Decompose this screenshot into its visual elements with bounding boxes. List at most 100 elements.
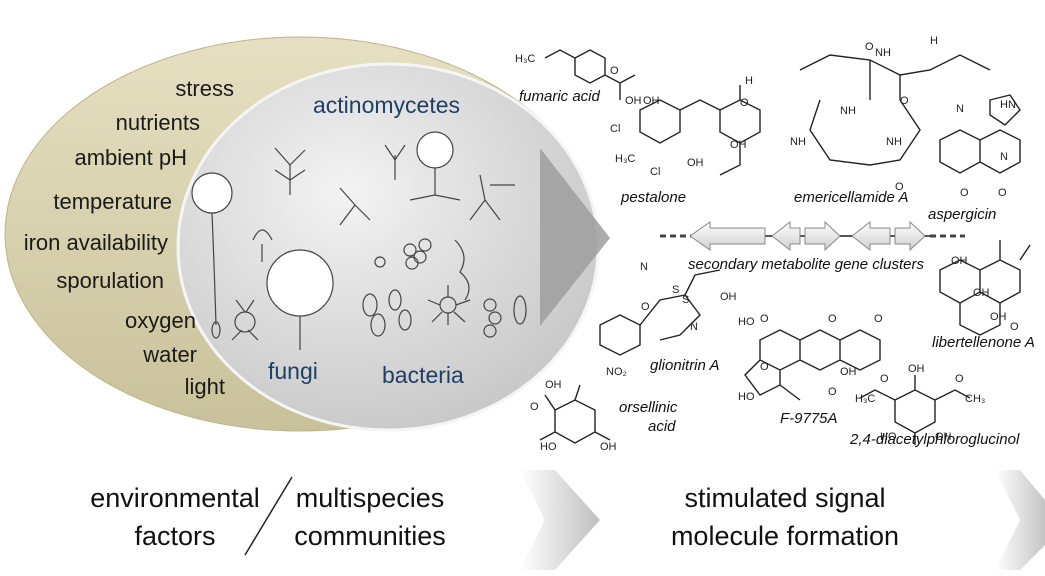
molecule-structures [539, 49, 1031, 445]
factor-iron-availability: iron availability [23, 230, 168, 255]
svg-text:OH: OH [720, 291, 737, 303]
svg-text:CH₃: CH₃ [965, 393, 985, 405]
molecule-aspergicin: aspergicin [928, 206, 997, 223]
funnel-triangle [540, 148, 610, 326]
svg-text:O: O [998, 187, 1007, 199]
svg-text:OH: OH [951, 255, 968, 267]
label-actinomycetes: actinomycetes [313, 92, 461, 118]
molecule-glionitrin-a: glionitrin A [650, 357, 720, 374]
svg-text:OH: OH [687, 157, 704, 169]
svg-text:N: N [1000, 151, 1008, 163]
svg-text:HO: HO [738, 316, 755, 328]
caption-communities: communities [294, 521, 446, 551]
aspergicin-structure [939, 94, 1021, 174]
factor-oxygen: oxygen [125, 308, 196, 333]
svg-text:Cl: Cl [650, 166, 660, 178]
molecule-emericellamide-a: emericellamide A [794, 189, 909, 206]
svg-text:H₃C: H₃C [515, 53, 535, 65]
dapg-structure [859, 375, 971, 445]
molecule-pestalone: pestalone [621, 189, 687, 206]
bottom-divider [244, 476, 293, 556]
svg-text:S: S [682, 294, 689, 306]
caption-factors: factors [134, 521, 216, 551]
svg-text:OH: OH [730, 139, 747, 151]
gene-cluster-label: secondary metabolite gene clusters [688, 256, 924, 273]
svg-text:S: S [672, 284, 679, 296]
svg-text:Cl: Cl [610, 123, 620, 135]
gene-cluster-bar [660, 220, 965, 252]
svg-text:O: O [610, 65, 619, 77]
svg-text:OH: OH [600, 441, 617, 453]
svg-text:N: N [956, 103, 964, 115]
f9775a-structure [744, 329, 881, 401]
svg-text:HN: HN [1000, 99, 1016, 111]
molecule-orsellinic-acid-line2: acid [648, 418, 676, 435]
svg-text:OH: OH [625, 95, 642, 107]
svg-text:NH: NH [875, 47, 891, 59]
libertellenone-structure [939, 240, 1031, 336]
svg-text:O: O [760, 313, 769, 325]
svg-text:O: O [530, 401, 539, 413]
svg-text:N: N [640, 261, 648, 273]
svg-text:NH: NH [886, 136, 902, 148]
factor-ambient-ph: ambient pH [74, 145, 187, 170]
bottom-arrow-right [995, 470, 1045, 570]
svg-text:HO: HO [738, 391, 755, 403]
svg-text:O: O [895, 181, 904, 193]
svg-text:O: O [955, 373, 964, 385]
caption-stimulated-signal: stimulated signal [684, 483, 886, 513]
svg-text:H: H [930, 35, 938, 47]
molecule-libertellenone-a: libertellenone A [932, 334, 1035, 351]
svg-text:OH: OH [973, 287, 990, 299]
svg-text:H₃C: H₃C [615, 153, 635, 165]
svg-text:OH: OH [990, 311, 1007, 323]
svg-text:OH: OH [908, 363, 925, 375]
molecule-f9775a: F-9775A [780, 410, 838, 427]
svg-text:HO: HO [880, 431, 897, 443]
svg-text:O: O [740, 97, 749, 109]
svg-text:NH: NH [790, 136, 806, 148]
svg-text:O: O [900, 95, 909, 107]
svg-text:O: O [828, 313, 837, 325]
molecule-dapg: 2,4-diacetylphloroglucinol [850, 431, 1020, 448]
bottom-arrow-left [520, 470, 600, 570]
svg-text:OH: OH [840, 366, 857, 378]
factor-stress: stress [175, 76, 234, 101]
pestalone-structure [639, 85, 761, 176]
emericellamide-structure [799, 54, 991, 166]
svg-text:N: N [690, 321, 698, 333]
svg-text:OH: OH [643, 95, 660, 107]
microbe-sketches [191, 131, 527, 350]
svg-text:O: O [1010, 321, 1019, 333]
svg-text:HO: HO [540, 441, 557, 453]
caption-multispecies: multispecies [295, 483, 445, 513]
factor-water: water [143, 342, 197, 367]
svg-text:O: O [960, 187, 969, 199]
label-fungi: fungi [268, 358, 318, 384]
factor-temperature: temperature [53, 189, 172, 214]
svg-text:O: O [760, 361, 769, 373]
factor-nutrients: nutrients [115, 110, 200, 135]
svg-text:NO₂: NO₂ [606, 366, 627, 378]
factor-sporulation: sporulation [56, 268, 164, 293]
caption-environmental: environmental [90, 483, 260, 513]
svg-text:O: O [865, 41, 874, 53]
svg-text:O: O [828, 386, 837, 398]
svg-text:O: O [641, 301, 650, 313]
svg-text:O: O [880, 373, 889, 385]
molecule-orsellinic-acid-line1: orsellinic [619, 399, 678, 416]
svg-text:O: O [874, 313, 883, 325]
molecule-fumaric-acid: fumaric acid [519, 88, 600, 105]
svg-text:H₃C: H₃C [855, 393, 875, 405]
orsellinic-acid-structure [539, 384, 611, 444]
svg-text:OH: OH [935, 431, 952, 443]
factor-light: light [184, 374, 225, 399]
label-bacteria: bacteria [382, 362, 464, 388]
glionitrin-structure [599, 269, 721, 356]
svg-text:H: H [745, 75, 753, 87]
caption-molecule-formation: molecule formation [670, 521, 900, 551]
svg-text:OH: OH [545, 379, 562, 391]
